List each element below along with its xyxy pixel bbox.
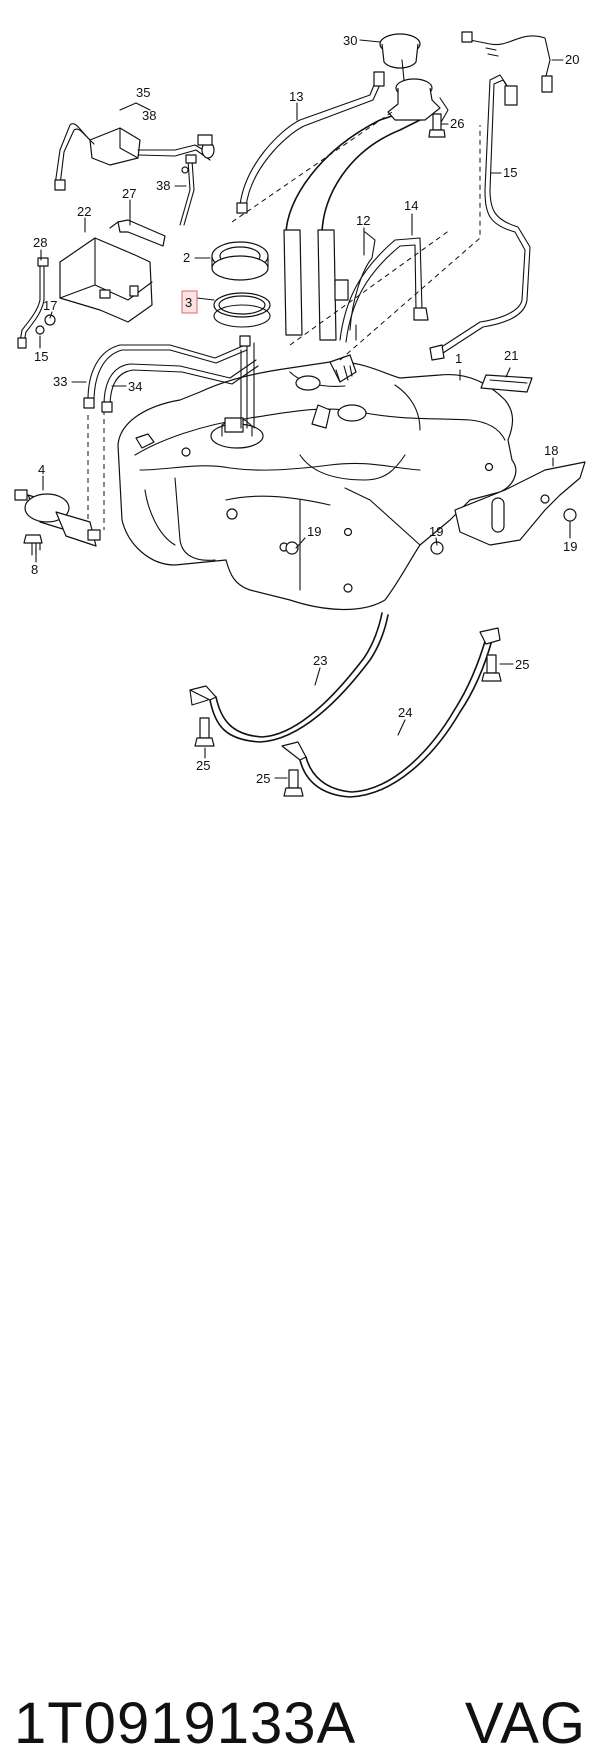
callout-label: 33 — [53, 374, 67, 389]
callout-label: 17 — [43, 298, 57, 313]
callout-label: 14 — [404, 198, 418, 213]
callout-label: 1 — [455, 351, 462, 366]
highlight-box — [181, 290, 198, 314]
adhesive-pad — [480, 374, 533, 393]
seal-ring — [213, 292, 271, 328]
callout-leaders — [35, 39, 571, 779]
callout-label: 24 — [398, 705, 412, 720]
part-number: 1T0919133A — [14, 1691, 357, 1756]
callout-label: 4 — [38, 462, 45, 477]
callout-label: 19 — [307, 524, 321, 539]
callout-label: 8 — [31, 562, 38, 577]
callout-label: 30 — [343, 33, 357, 48]
lock-ring — [211, 241, 269, 281]
washer-19c — [563, 508, 577, 522]
callout-label: 25 — [515, 657, 529, 672]
callout-label: 27 — [122, 186, 136, 201]
callout-label: 28 — [33, 235, 47, 250]
filler-pipes — [236, 71, 531, 361]
callout-label: 15 — [503, 165, 517, 180]
callout-label: 19 — [429, 524, 443, 539]
callout-label: 23 — [313, 653, 327, 668]
callout-label: 25 — [196, 758, 210, 773]
heat-shield — [454, 461, 586, 546]
exploded-parts-diagram: 1 2 3 4 8 12 13 14 15 15 17 18 19 19 19 … — [14, 31, 586, 798]
washer-19a — [285, 541, 299, 555]
callout-label: 21 — [504, 348, 518, 363]
callout-label: 25 — [256, 771, 270, 786]
callout-label: 35 — [136, 85, 150, 100]
callout-label: 12 — [356, 213, 370, 228]
carbon-canister — [17, 219, 166, 349]
callout-label: 26 — [450, 116, 464, 131]
callout-label: 22 — [77, 204, 91, 219]
callout-label: 34 — [128, 379, 142, 394]
callout-label: 13 — [289, 89, 303, 104]
callout-label: 38 — [156, 178, 170, 193]
callout-label: 19 — [563, 539, 577, 554]
callout-label: 2 — [183, 250, 190, 265]
callout-numbers: 1 2 3 4 8 12 13 14 15 15 17 18 19 19 19 … — [31, 33, 579, 786]
purge-valve-assembly — [54, 123, 215, 226]
fuel-filter — [14, 489, 101, 556]
brand-label: VAG — [464, 1691, 586, 1756]
footer: 1T0919133A VAG — [0, 840, 600, 1756]
fuel-tank — [117, 342, 517, 611]
callout-label: 15 — [34, 349, 48, 364]
callout-label: 3 — [185, 295, 192, 310]
filler-cap-assembly — [379, 31, 553, 138]
callout-label: 20 — [565, 52, 579, 67]
assembly-dash-lines — [87, 109, 481, 530]
tank-straps — [189, 612, 502, 798]
fuel-lines — [83, 335, 259, 413]
callout-label: 38 — [142, 108, 156, 123]
callout-label: 18 — [544, 443, 558, 458]
